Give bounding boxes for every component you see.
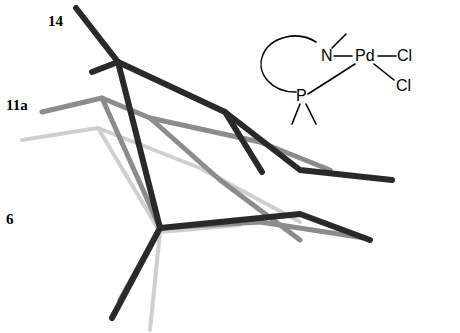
p-pd-bond [308, 64, 355, 94]
atom-label: Cl [396, 78, 411, 94]
pd-cl-bond [374, 64, 394, 80]
atom-label: Cl [397, 48, 412, 64]
n-pd-bond [334, 55, 352, 57]
p-methyl [292, 104, 300, 124]
callout-number: 11a [6, 98, 28, 113]
callout-number: 6 [6, 212, 14, 227]
n-methyl [332, 34, 346, 48]
atom-label: N [321, 48, 333, 64]
callout-number: 14 [48, 14, 63, 29]
atom-label: Pd [355, 48, 375, 64]
structure-14 [76, 8, 392, 318]
chelate-scheme [261, 34, 396, 124]
atom-label: P [296, 88, 307, 104]
pd-cl-bond [378, 55, 396, 57]
p-methyl [306, 104, 316, 124]
chelate-arc [261, 36, 316, 92]
structure-6 [22, 128, 300, 330]
structure-11a [42, 98, 365, 300]
